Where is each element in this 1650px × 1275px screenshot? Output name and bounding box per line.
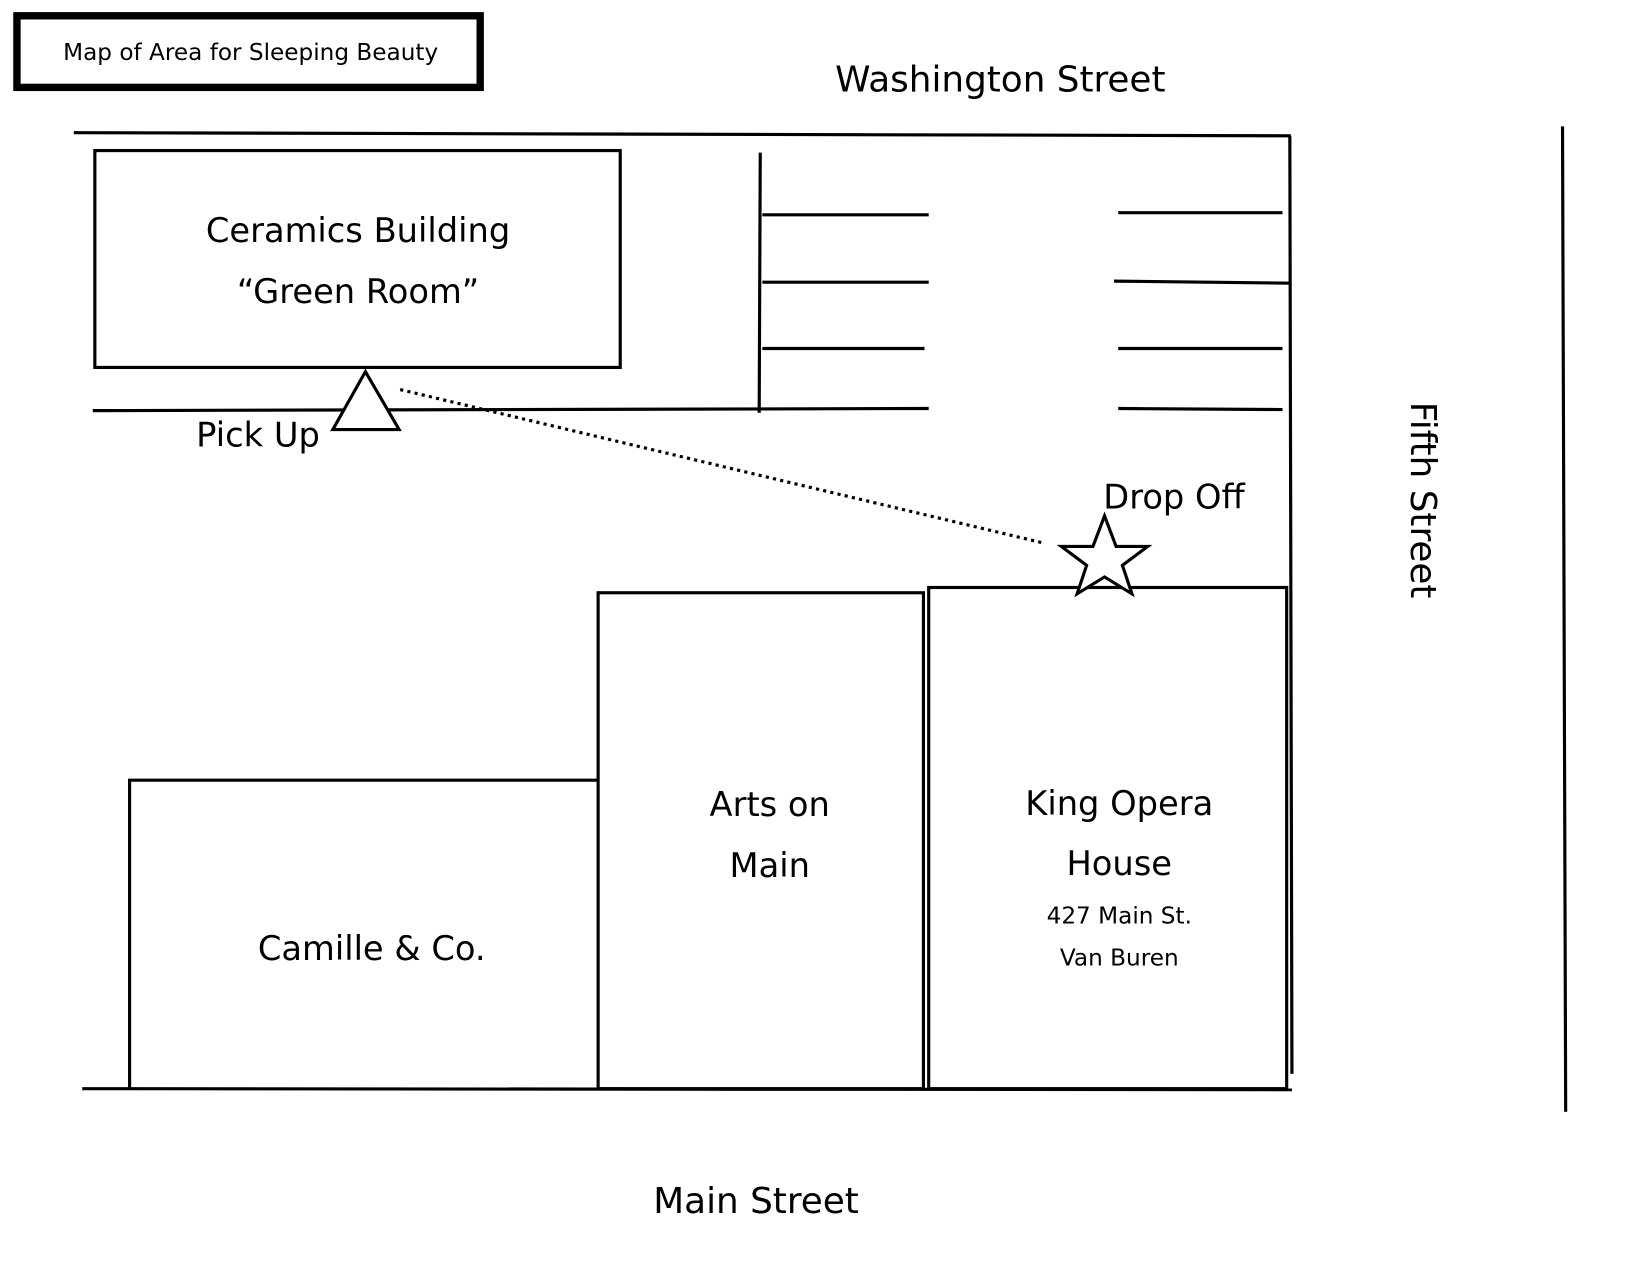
title-box: Map of Area for Sleeping Beauty <box>13 12 484 92</box>
star-icon <box>1056 511 1153 598</box>
street-label-washington: Washington Street <box>835 60 1165 101</box>
dropoff-marker: Drop Off <box>1056 478 1246 598</box>
building-king-opera-house: King Opera House 427 Main St. Van Buren <box>927 585 1289 1091</box>
building-arts-on-main: Arts on Main <box>596 591 926 1091</box>
camille-name: Camille & Co. <box>258 929 486 968</box>
arts-name-1: Arts on <box>710 785 830 824</box>
pickup-label: Pick Up <box>196 415 320 454</box>
street-label-main: Main Street <box>653 1181 859 1222</box>
building-camille: Camille & Co. <box>128 778 599 1089</box>
parking-lot <box>757 152 1291 413</box>
map-title: Map of Area for Sleeping Beauty <box>63 40 438 66</box>
arts-name-2: Main <box>730 846 810 885</box>
ceramics-subtitle: “Green Room” <box>237 272 479 311</box>
opera-name-2: House <box>1066 844 1172 883</box>
street-label-fifth: Fifth Street <box>1402 402 1443 599</box>
opera-city: Van Buren <box>1060 945 1179 971</box>
opera-address: 427 Main St. <box>1047 903 1192 929</box>
building-ceramics: Ceramics Building “Green Room” <box>93 148 622 370</box>
route-line <box>399 388 1045 545</box>
opera-name-1: King Opera <box>1025 784 1213 823</box>
triangle-icon <box>330 368 402 432</box>
pickup-marker: Pick Up <box>196 368 402 454</box>
dropoff-label: Drop Off <box>1103 478 1245 517</box>
ceramics-name: Ceramics Building <box>206 211 510 250</box>
